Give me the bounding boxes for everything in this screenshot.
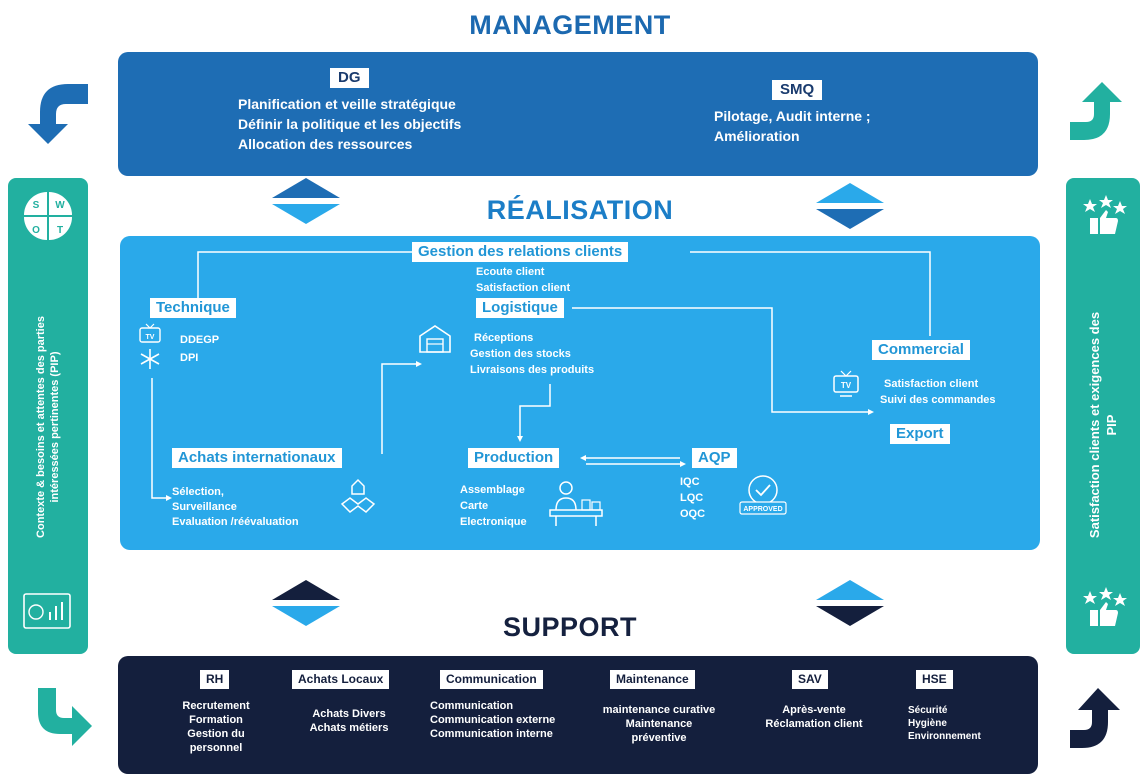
export-label: Export [890, 424, 950, 444]
smq-line-2: Amélioration [714, 128, 800, 144]
technique-line-1: DDEGP [180, 334, 220, 346]
achats-line-3: Evaluation /réévaluation [172, 516, 299, 528]
support-maintenance-line-2: Maintenance [625, 718, 693, 730]
approved-stamp-text: APPROVED [743, 506, 782, 513]
left-side-text-line-1: Contexte & besoins et attentes des parti… [35, 316, 47, 538]
support-achats-locaux-label: Achats Locaux [292, 670, 390, 689]
logistique-line-3: Livraisons des produits [470, 364, 595, 376]
swot-w: W [55, 200, 65, 211]
support-sav-line-2: Réclamation client [765, 718, 863, 730]
flow-lines [151, 251, 931, 501]
warehouse-icon [419, 325, 451, 353]
tv-icon-commercial-text: TV [841, 381, 852, 390]
support-communication-line-3: Communication interne [430, 728, 553, 740]
right-side-text-line-2: PIP [1104, 414, 1119, 436]
right-side-text-line-1: Satisfaction clients et exigences des [1087, 311, 1102, 539]
swot-o: O [32, 225, 40, 236]
left-side-text: Contexte & besoins et attentes des parti… [34, 237, 62, 617]
realisation-panel: Gestion des relations clients Ecoute cli… [120, 236, 1040, 550]
support-maintenance-label: Maintenance [610, 670, 695, 689]
support-sav-label: SAV [792, 670, 828, 689]
tv-icon: TV [139, 323, 161, 343]
support-achats-line-1: Achats Divers [312, 708, 386, 720]
support-rh-line-4: personnel [189, 742, 243, 754]
support-rh-line-2: Formation [189, 714, 243, 726]
tv-icon-commercial: TV [833, 370, 859, 397]
logistique-line-2: Gestion des stocks [470, 348, 571, 360]
support-sav-line-1: Après-vente [782, 704, 846, 716]
technique-line-2: DPI [180, 352, 199, 364]
connector-real-supp-left-icon [272, 580, 340, 626]
management-title: MANAGEMENT [469, 10, 671, 40]
swot-t: T [57, 225, 63, 236]
curved-arrow-bottom-right-icon [1070, 688, 1120, 748]
support-rh-line-3: Gestion du [187, 728, 245, 740]
left-side-text-line-2: intéressées pertinentes (PIP) [49, 351, 61, 503]
dg-line-2: Définir la politique et les objectifs [238, 116, 462, 132]
commercial-line-1: Satisfaction client [884, 378, 979, 390]
curved-arrow-bottom-left-icon [38, 688, 92, 746]
support-communication-line-1: Communication [430, 700, 514, 712]
curved-arrow-top-right-icon [1070, 82, 1122, 140]
analysis-board-icon [23, 593, 71, 629]
support-panel: RH Recrutement Formation Gestion du pers… [118, 656, 1038, 774]
snowflake-icon [140, 349, 160, 369]
grc-line-1: Ecoute client [476, 266, 545, 278]
tv-icon-text: TV [146, 334, 155, 341]
realisation-title: RÉALISATION [486, 195, 674, 225]
connector-mgmt-real-left-icon [272, 178, 340, 224]
support-communication-label: Communication [440, 670, 543, 689]
support-hse-label: HSE [916, 670, 953, 689]
support-hse-line-3: Environnement [908, 731, 981, 742]
smq-line-1: Pilotage, Audit interne ; [714, 108, 871, 124]
smq-label: SMQ [772, 80, 823, 100]
dg-label: DG [330, 68, 369, 88]
right-side-satisfaction-bar: Satisfaction clients et exigences des PI… [1066, 178, 1140, 654]
left-side-context-bar: S W O T Contexte & besoins et attentes d… [8, 178, 88, 654]
assembly-worker-icon [549, 481, 603, 526]
aqp-line-1: IQC [680, 476, 700, 488]
achats-line-1: Sélection, [172, 486, 224, 498]
support-achats-line-2: Achats métiers [309, 722, 389, 734]
production-label: Production [468, 448, 560, 468]
support-maintenance-line-3: préventive [631, 732, 687, 744]
approved-stamp-icon: APPROVED [739, 475, 787, 515]
management-panel: DG Planification et veille stratégique D… [118, 52, 1038, 176]
aqp-line-3: OQC [680, 508, 706, 520]
rating-thumbs-up-icon [1083, 195, 1127, 234]
support-rh-label: RH [200, 670, 230, 689]
technique-label: Technique [150, 298, 236, 318]
connector-real-supp-right-icon [816, 580, 884, 626]
dg-line-1: Planification et veille stratégique [238, 96, 456, 112]
support-hse-line-2: Hygiène [908, 718, 947, 729]
rating-thumbs-up-icon-bottom [1083, 587, 1127, 626]
aqp-label: AQP [692, 448, 737, 468]
swot-s: S [33, 200, 40, 211]
connector-mgmt-real-right-icon [816, 183, 884, 229]
support-rh-line-1: Recrutement [182, 700, 250, 712]
support-communication-line-2: Communication externe [430, 714, 556, 726]
production-line-1: Assemblage [460, 484, 525, 496]
achats-internationaux-label: Achats internationaux [172, 448, 342, 468]
support-maintenance-line-1: maintenance curative [602, 704, 716, 716]
production-line-3: Electronique [460, 516, 527, 528]
commercial-line-2: Suivi des commandes [880, 394, 996, 406]
dg-line-3: Allocation des ressources [238, 136, 413, 152]
handshake-icon [340, 478, 376, 513]
aqp-line-2: LQC [680, 492, 704, 504]
swot-icon: S W O T [24, 192, 72, 240]
achats-line-2: Surveillance [172, 501, 237, 513]
right-side-text: Satisfaction clients et exigences des PI… [1086, 238, 1120, 612]
logistique-label: Logistique [476, 298, 564, 318]
logistique-line-1: Réceptions [474, 332, 534, 344]
support-title: SUPPORT [502, 612, 638, 642]
support-hse-line-1: Sécurité [908, 705, 948, 716]
production-line-2: Carte [460, 500, 489, 512]
grc-label: Gestion des relations clients [412, 242, 629, 262]
grc-line-2: Satisfaction client [476, 282, 571, 294]
commercial-label: Commercial [872, 340, 970, 360]
curved-arrow-top-left-icon [28, 84, 88, 144]
